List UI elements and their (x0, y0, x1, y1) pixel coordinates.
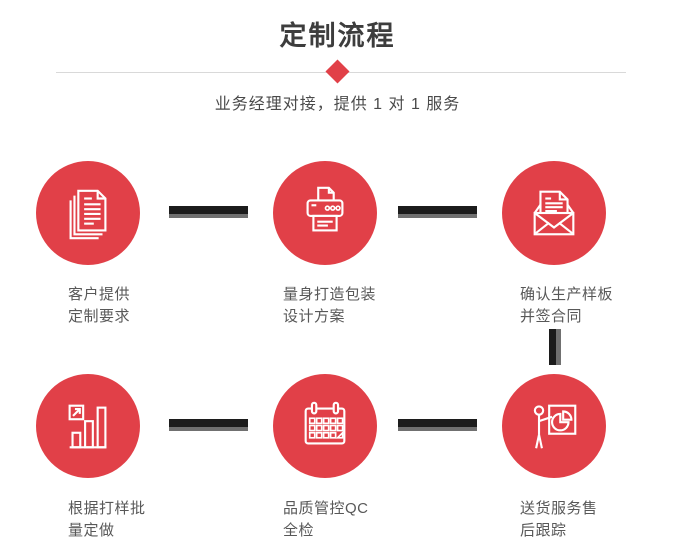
connector-bar-dark (169, 206, 248, 214)
connector-bar-shadow (169, 427, 248, 431)
step-3-label-line2: 并签合同 (520, 308, 583, 325)
connector-bar-dark (398, 206, 477, 214)
step-4-label-line2: 量定做 (68, 522, 115, 539)
step-5-circle (273, 374, 377, 478)
documents-icon (69, 189, 107, 240)
connector-bar-shadow (398, 427, 477, 431)
connector-step2-step3 (398, 206, 477, 218)
step-3-label-line1: 确认生产样板 (520, 286, 614, 303)
step-6-label-line2: 后跟踪 (520, 522, 567, 539)
connector-step4-step5 (169, 419, 248, 431)
step-1-label: 客户提供 定制要求 (68, 284, 130, 328)
connector-step3-step6 (549, 329, 561, 365)
connector-bar-dark (169, 419, 248, 427)
connector-step5-step6 (398, 419, 477, 431)
calendar-icon (304, 401, 346, 445)
connector-bar-dark (549, 329, 556, 365)
step-2-label-line2: 设计方案 (283, 308, 346, 325)
step-6-circle (502, 374, 606, 478)
step-5-label: 品质管控QC 全检 (283, 498, 369, 542)
diamond-icon (325, 59, 350, 84)
step-3-circle (502, 161, 606, 265)
step-1-label-line2: 定制要求 (68, 308, 131, 325)
step-5-label-line1: 品质管控QC (283, 500, 369, 517)
step-5-label-line2: 全检 (283, 522, 315, 539)
envelope-icon (533, 190, 575, 236)
step-4-label-line1: 根据打样批 (68, 500, 146, 517)
step-1-label-line1: 客户提供 (68, 286, 131, 303)
connector-bar-dark (398, 419, 477, 427)
connector-bar-shadow (398, 214, 477, 218)
step-3-label: 确认生产样板 并签合同 (520, 284, 613, 328)
step-1-circle (36, 161, 140, 265)
page-title: 定制流程 (279, 21, 396, 51)
printer-icon (306, 186, 344, 232)
step-2-label-line1: 量身打造包装 (283, 286, 377, 303)
step-6-label: 送货服务售 后跟踪 (520, 498, 598, 542)
page-subtitle: 业务经理对接，提供 1 对 1 服务 (214, 96, 461, 113)
connector-bar-shadow (556, 329, 561, 365)
step-6-label-line1: 送货服务售 (520, 500, 598, 517)
connector-step1-step2 (169, 206, 248, 218)
step-4-label: 根据打样批 量定做 (68, 498, 146, 542)
step-2-label: 量身打造包装 设计方案 (283, 284, 376, 328)
step-4-circle (36, 374, 140, 478)
step-2-circle (273, 161, 377, 265)
presentation-icon (533, 404, 577, 449)
connector-bar-shadow (169, 214, 248, 218)
bar-chart-icon (68, 404, 107, 449)
